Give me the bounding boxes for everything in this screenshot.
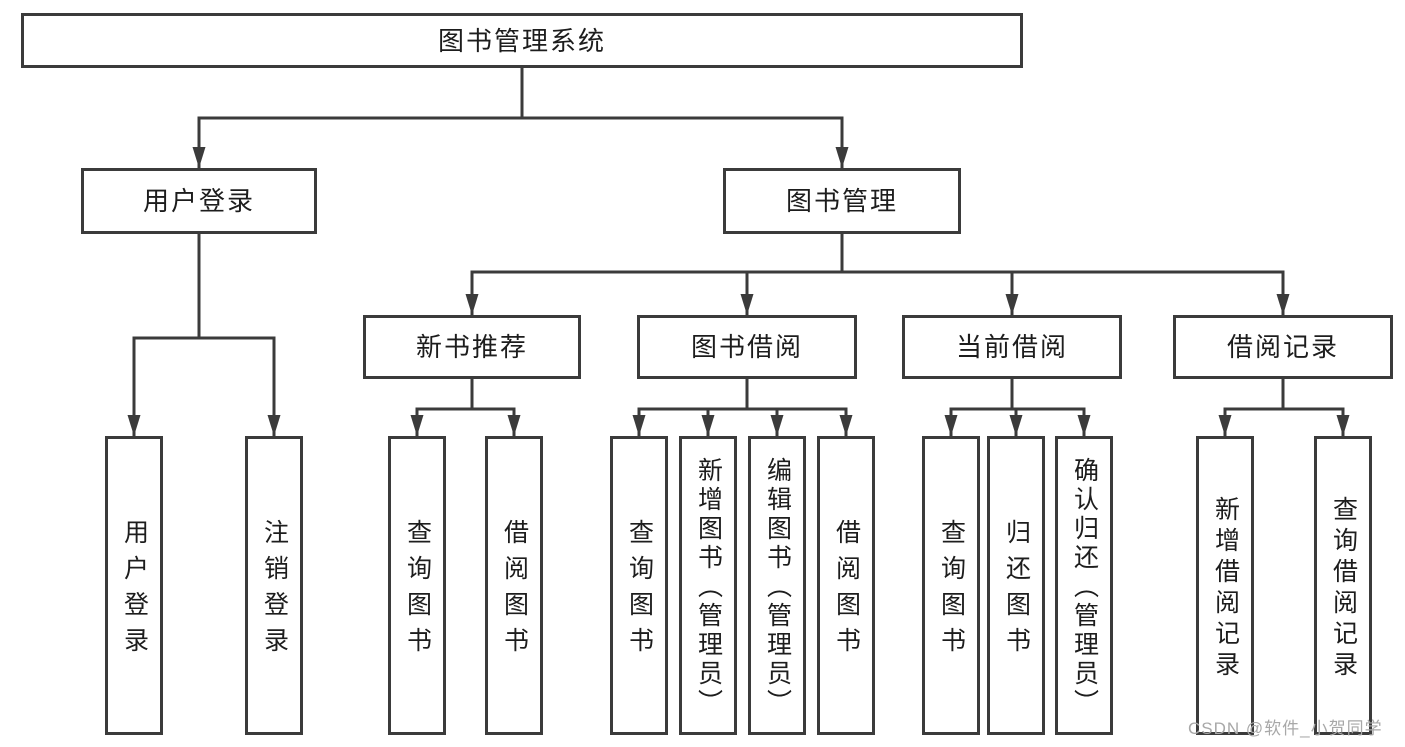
leaf-user-login-label: 用户登录	[120, 519, 149, 663]
leaf-query-book-3-label: 查询图书	[937, 519, 966, 663]
connector-current-borrow-children	[944, 377, 1091, 438]
leaf-add-borrow-record-label: 新增借阅记录	[1211, 495, 1240, 682]
leaf-borrow-book-2: 借阅图书	[817, 436, 875, 735]
leaf-logout: 注销登录	[245, 436, 303, 735]
leaf-edit-book-admin: 编辑图书（管理员）	[748, 436, 806, 735]
node-new-book-recommend-label: 新书推荐	[415, 332, 528, 362]
connector-new-book-children	[410, 377, 521, 438]
node-current-borrow: 当前借阅	[902, 315, 1122, 379]
node-borrow-record: 借阅记录	[1173, 315, 1393, 379]
leaf-add-book-admin: 新增图书（管理员）	[679, 436, 737, 735]
leaf-logout-label: 注销登录	[260, 519, 289, 663]
leaf-query-book-3: 查询图书	[922, 436, 980, 735]
node-current-borrow-label: 当前借阅	[955, 332, 1068, 362]
node-user-login-label: 用户登录	[142, 186, 255, 216]
leaf-borrow-book-1: 借阅图书	[485, 436, 543, 735]
node-new-book-recommend: 新书推荐	[363, 315, 581, 379]
connector-borrow-record-children	[1218, 377, 1350, 438]
node-book-management-label: 图书管理	[785, 186, 898, 216]
leaf-return-book: 归还图书	[987, 436, 1045, 735]
leaf-borrow-book-2-label: 借阅图书	[832, 519, 861, 663]
node-root-library-system: 图书管理系统	[21, 13, 1023, 68]
connector-root-to-level2	[192, 66, 849, 170]
node-root-label: 图书管理系统	[437, 25, 606, 56]
leaf-confirm-return-admin-label: 确认归还（管理员）	[1070, 457, 1099, 718]
leaf-edit-book-admin-label: 编辑图书（管理员）	[763, 457, 792, 718]
node-borrow-record-label: 借阅记录	[1226, 332, 1339, 362]
connector-book-management-children	[465, 232, 1290, 317]
node-book-borrow: 图书借阅	[637, 315, 857, 379]
leaf-add-borrow-record: 新增借阅记录	[1196, 436, 1254, 735]
connector-user-login-children	[127, 232, 281, 438]
node-user-login: 用户登录	[81, 168, 317, 234]
connector-book-borrow-children	[632, 377, 853, 438]
node-book-borrow-label: 图书借阅	[690, 332, 803, 362]
leaf-user-login: 用户登录	[105, 436, 163, 735]
leaf-query-book-2: 查询图书	[610, 436, 668, 735]
leaf-return-book-label: 归还图书	[1002, 519, 1031, 663]
leaf-query-borrow-record: 查询借阅记录	[1314, 436, 1372, 735]
leaf-query-book-1-label: 查询图书	[403, 519, 432, 663]
node-book-management: 图书管理	[723, 168, 961, 234]
leaf-query-borrow-record-label: 查询借阅记录	[1329, 495, 1358, 682]
csdn-watermark: CSDN @软件_小贺同学	[1188, 719, 1383, 738]
leaf-add-book-admin-label: 新增图书（管理员）	[694, 457, 723, 718]
leaf-confirm-return-admin: 确认归还（管理员）	[1055, 436, 1113, 735]
leaf-query-book-2-label: 查询图书	[625, 519, 654, 663]
leaf-borrow-book-1-label: 借阅图书	[500, 519, 529, 663]
leaf-query-book-1: 查询图书	[388, 436, 446, 735]
